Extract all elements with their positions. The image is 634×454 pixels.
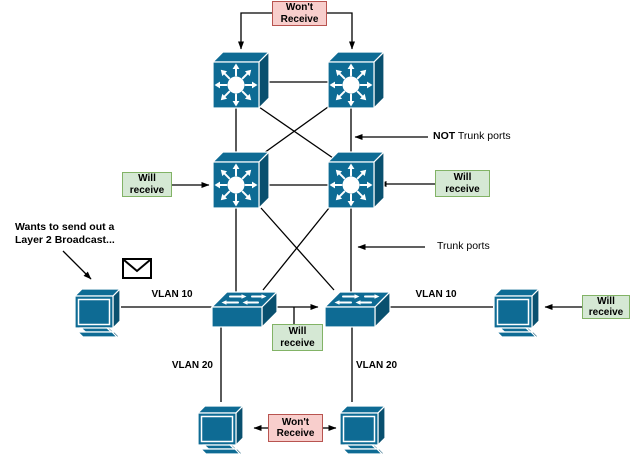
badge-text: Will	[453, 172, 472, 183]
multilayer-switch-icon-top-left	[213, 52, 269, 108]
badge-text: Won't	[281, 416, 310, 428]
badge-text: Will	[597, 295, 615, 307]
workstation-icon-sender	[74, 288, 121, 338]
will-receive-badge-right: Will receive	[582, 295, 630, 319]
badge-text: Receive	[276, 428, 315, 439]
link-core-left-dist-right	[258, 106, 334, 159]
workstation-icon-bottom-left	[197, 405, 244, 454]
multilayer-switch-icon-mid-left	[213, 152, 269, 208]
link-wont-receive-to-core-right	[327, 12, 355, 50]
sender-annotation: Wants to send out a Layer 2 Broadcast...	[15, 221, 115, 246]
badge-text: receive	[280, 337, 315, 349]
sender-annotation-line1: Wants to send out a	[15, 221, 115, 233]
not-trunk-ports-label-bold: NOT	[433, 130, 456, 142]
badge-text: Will	[288, 326, 307, 337]
link-dist-right-access-left	[262, 207, 330, 291]
will-receive-badge-mid-left: Will receive	[122, 172, 172, 197]
workstation-icon-right	[493, 288, 540, 338]
vlan10-label-left: VLAN 10	[151, 289, 193, 300]
will-receive-badge-bottom-mid: Will receive	[272, 324, 323, 351]
will-receive-badge-mid-right: Will receive	[435, 170, 490, 197]
switch-icon-access-left	[211, 291, 278, 328]
link-dist-left-access-right	[260, 207, 335, 291]
multilayer-switch-icon-top-right	[328, 52, 384, 108]
badge-text: Won't	[285, 2, 314, 13]
link-core-right-dist-left	[256, 106, 329, 159]
multilayer-switch-icon-mid-right	[328, 152, 384, 208]
switch-icon-access-right	[324, 291, 391, 328]
wont-receive-badge-bottom: Won't Receive	[268, 414, 323, 442]
sender-annotation-arrow	[62, 250, 92, 280]
not-trunk-ports-label-rest: Trunk ports	[455, 130, 511, 142]
not-trunk-ports-label: NOT Trunk ports	[433, 130, 511, 142]
badge-text: Will	[138, 173, 156, 184]
vlan20-label-left: VLAN 20	[171, 360, 213, 371]
wont-receive-badge-top: Won't Receive	[272, 1, 327, 26]
vlan20-label-right: VLAN 20	[356, 360, 398, 371]
envelope-icon	[122, 258, 152, 279]
badge-text: receive	[129, 184, 165, 196]
workstation-icon-bottom-right	[339, 405, 386, 454]
link-wont-receive-to-core-left	[238, 12, 272, 50]
trunk-ports-label: Trunk ports	[437, 240, 490, 252]
badge-text: Receive	[280, 13, 319, 25]
badge-text: receive	[588, 307, 624, 318]
badge-text: receive	[445, 183, 480, 195]
vlan10-label-right: VLAN 10	[415, 289, 457, 300]
sender-annotation-line2: Layer 2 Broadcast...	[15, 233, 115, 246]
